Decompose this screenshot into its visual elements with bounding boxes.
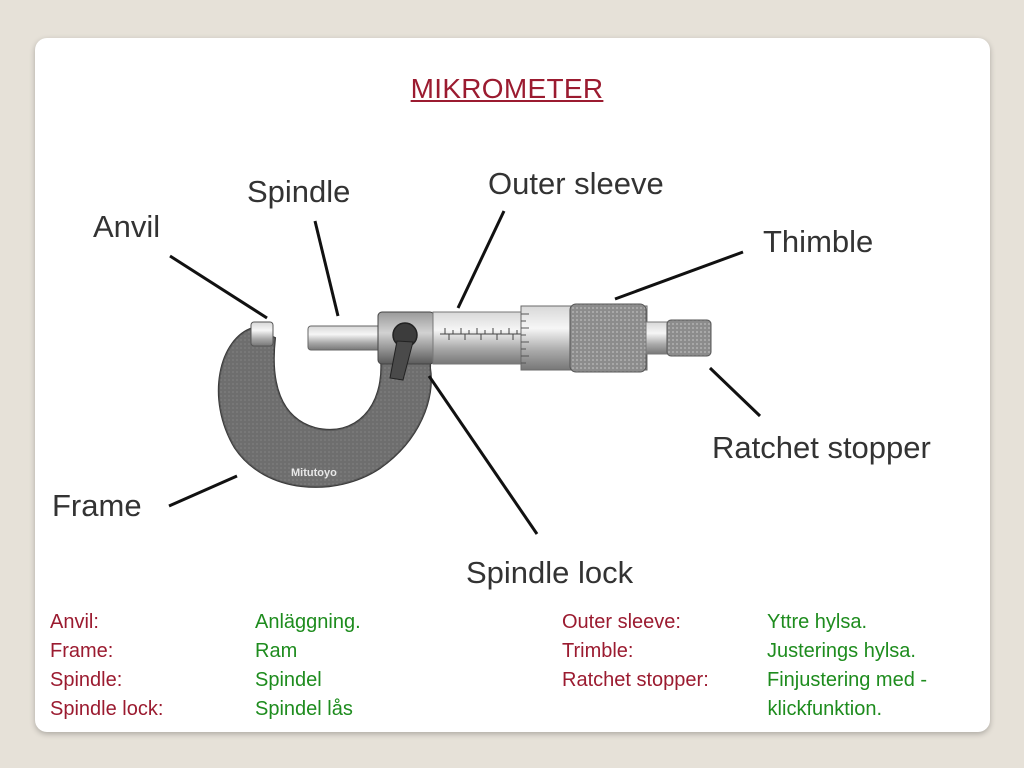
ratchet-stopper-part (666, 319, 712, 357)
glossary-row: Trimble: Justerings hylsa. (562, 637, 982, 666)
glossary-translation: Ram (255, 640, 298, 662)
spindle-lock-lever (389, 340, 414, 381)
glossary-term: Outer sleeve: (562, 611, 681, 633)
glossary-translation: Yttre hylsa. (767, 611, 868, 633)
thimble-knurl (569, 303, 647, 373)
frame-label: Frame (52, 488, 142, 523)
glossary-translation: klickfunktion. (762, 698, 883, 720)
glossary-row: Ratchet stopper: Finjustering med - (562, 666, 982, 695)
anvil-part (250, 321, 274, 347)
thimble-leader-line (614, 250, 744, 301)
glossary-term: Frame: (50, 640, 114, 662)
frame-leader-line (168, 474, 238, 508)
glossary-translation: Spindel (255, 669, 322, 691)
glossary-translation: Finjustering med - (767, 669, 928, 691)
thimble-graduations (521, 313, 529, 364)
page-title: MIKROMETER (410, 73, 604, 104)
anvil-leader-line (169, 254, 268, 320)
ratchet-leader-line (708, 366, 762, 418)
glossary-translation: Justerings hylsa. (767, 640, 916, 662)
spindle-lock-leader-line (427, 375, 539, 535)
glossary-row: Outer sleeve: Yttre hylsa. (562, 608, 982, 637)
glossary-row: klickfunktion. (562, 695, 982, 724)
sleeve-scale (440, 328, 525, 340)
outer-sleeve-leader-line (456, 210, 506, 309)
ratchet-stopper-label: Ratchet stopper (712, 430, 931, 465)
spindle-label: Spindle (247, 174, 350, 209)
spindle-leader-line (313, 220, 340, 317)
outer-sleeve-label: Outer sleeve (488, 166, 664, 201)
glossary-translation: Spindel lås (255, 698, 353, 720)
slide: MIKROMETER Mitutoyo (35, 38, 990, 732)
spindle-part (307, 325, 385, 351)
frame-texture (218, 318, 431, 487)
anvil-label: Anvil (93, 209, 160, 244)
spindle-lock-label: Spindle lock (466, 555, 634, 590)
glossary-term: Trimble: (562, 640, 634, 662)
frame-brand-label: Mitutoyo (291, 467, 337, 479)
glossary-term: Spindle lock: (50, 698, 164, 720)
glossary-term: Anvil: (50, 611, 99, 633)
micrometer-diagram: Mitutoyo (52, 166, 931, 590)
glossary-right: Outer sleeve: Yttre hylsa. Trimble: Juster… (562, 608, 982, 724)
glossary-term: Ratchet stopper: (562, 669, 709, 691)
ratchet-neck (645, 321, 669, 355)
thimble-label: Thimble (763, 224, 873, 259)
glossary-term: Spindle: (50, 669, 123, 691)
glossary-translation: Anläggning. (255, 611, 361, 633)
